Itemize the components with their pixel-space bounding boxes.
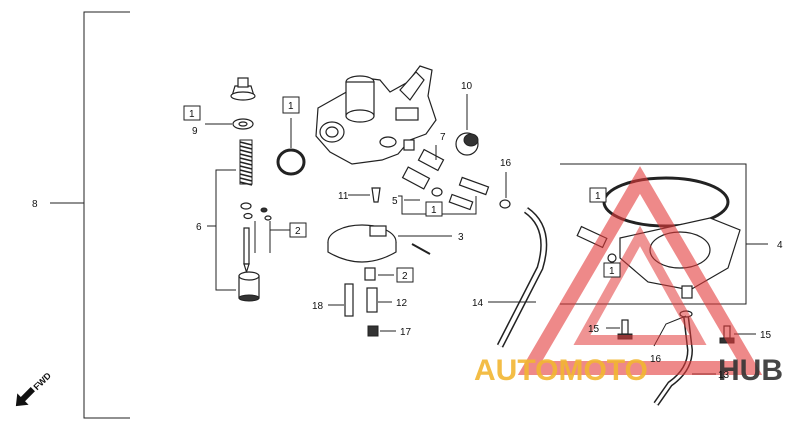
fwd-arrow-icon — [15, 387, 35, 407]
callout-14: 14 — [472, 298, 484, 309]
spring-coil — [239, 161, 253, 166]
callout-3: 3 — [458, 232, 464, 243]
spring-coil — [239, 173, 253, 178]
bracket-8 — [50, 11, 130, 419]
spring-coil — [239, 169, 253, 174]
boxed-label-main-jet: 2 — [396, 267, 414, 283]
callout-13: 13 — [718, 370, 730, 381]
svg-text:1: 1 — [288, 101, 294, 112]
svg-text:1: 1 — [189, 109, 195, 120]
carburetor-body-part — [315, 65, 437, 165]
callout-12: 12 — [396, 298, 408, 309]
callout-17: 17 — [400, 327, 412, 338]
watermark-word-a: AUTOMOTO — [474, 354, 648, 387]
callout-10: 10 — [461, 81, 473, 92]
o-ring-part — [276, 148, 306, 176]
part-17 — [367, 325, 379, 337]
fuel-hose-part — [496, 207, 548, 348]
boxed-label-drain: 1 — [603, 262, 621, 278]
spring-coil — [239, 145, 253, 150]
fwd-direction-indicator: FWD — [15, 370, 53, 407]
fwd-label: FWD — [31, 370, 53, 392]
boxed-label-needle: 2 — [289, 222, 307, 238]
svg-text:1: 1 — [595, 191, 601, 202]
svg-text:1: 1 — [609, 266, 615, 277]
throttle-spring-part — [239, 139, 253, 186]
spring-coil — [239, 165, 253, 170]
boxed-label-washer: 1 — [183, 105, 201, 121]
watermark-word-b: HUB — [718, 354, 783, 387]
jet-needle-part — [243, 227, 250, 275]
callout-6: 6 — [196, 222, 202, 233]
needle-clip-part — [240, 202, 272, 221]
spring-coil — [239, 141, 253, 146]
pilot-screw-part — [401, 148, 490, 211]
boxed-label-bowl-gasket: 1 — [589, 187, 607, 203]
needle-valve-part — [371, 187, 381, 203]
callout-9: 9 — [192, 126, 198, 137]
spring-coil — [239, 149, 253, 154]
main-jet-part — [364, 267, 376, 281]
spring-coil — [239, 181, 253, 186]
callout-16-top: 16 — [500, 158, 512, 169]
boxed-label-oring: 1 — [282, 96, 300, 114]
float-part — [327, 224, 431, 263]
washer-part — [232, 118, 254, 130]
boxed-label-slow-jet: 1 — [425, 201, 443, 217]
svg-text:1: 1 — [431, 205, 437, 216]
spring-coil — [239, 177, 253, 182]
svg-text:2: 2 — [402, 271, 408, 282]
callout-7: 7 — [440, 132, 446, 143]
callout-18: 18 — [312, 301, 324, 312]
part-18 — [344, 283, 354, 317]
hose-clip-part — [499, 199, 511, 209]
callout-11: 11 — [338, 191, 349, 202]
callout-8: 8 — [32, 199, 38, 210]
top-cap-part — [230, 77, 256, 101]
part-12 — [366, 287, 378, 313]
spring-coil — [239, 157, 253, 162]
spring-coil — [239, 153, 253, 158]
cap-part-10 — [455, 132, 479, 156]
svg-text:2: 2 — [295, 226, 301, 237]
watermark-logo: AUTOMOTO HUB — [474, 166, 783, 387]
callout-15-right: 15 — [760, 330, 772, 341]
callout-5: 5 — [392, 196, 398, 207]
throttle-valve-part — [238, 271, 260, 302]
callout-15-left: 15 — [588, 324, 600, 335]
callout-4: 4 — [777, 240, 783, 251]
callout-16-bottom: 16 — [650, 354, 662, 365]
